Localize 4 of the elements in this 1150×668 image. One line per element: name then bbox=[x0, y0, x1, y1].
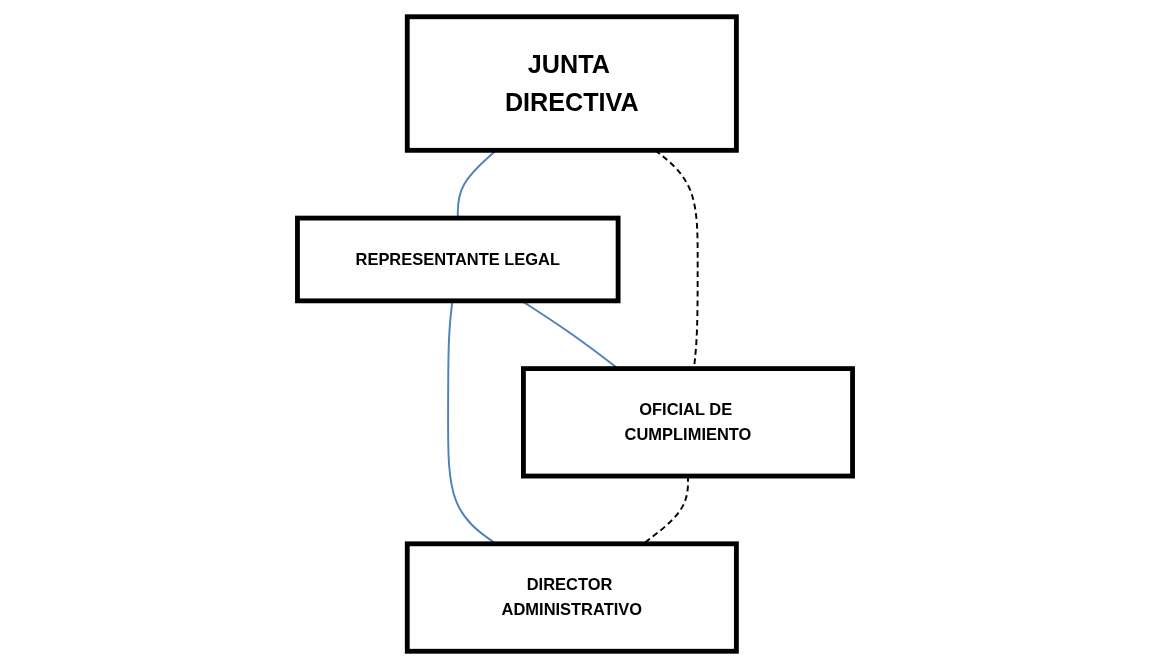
node-box: OFICIAL DE CUMPLIMIENTO bbox=[521, 366, 855, 479]
node-box: DIRECTOR ADMINISTRATIVO bbox=[404, 541, 739, 654]
node-box: JUNTA DIRECTIVA bbox=[404, 14, 739, 153]
node-box: REPRESENTANTE LEGAL bbox=[295, 215, 621, 304]
